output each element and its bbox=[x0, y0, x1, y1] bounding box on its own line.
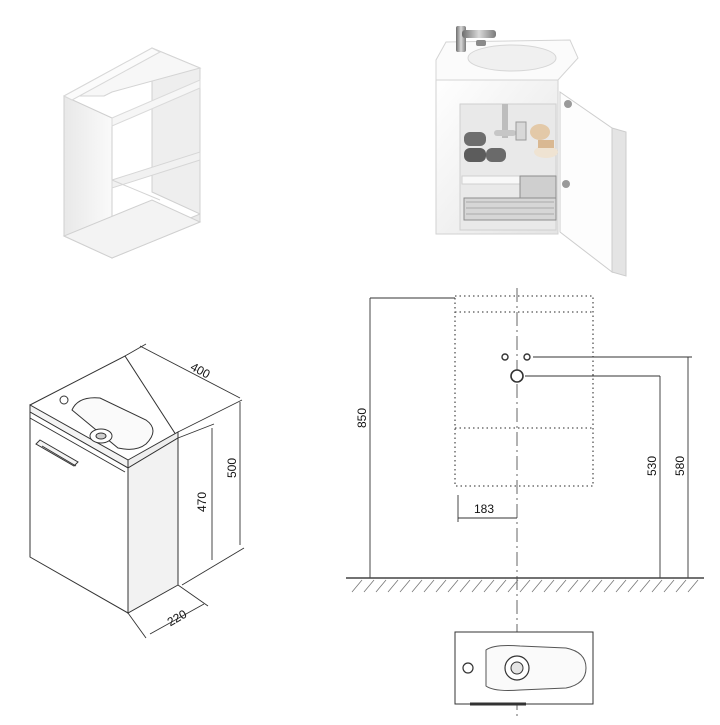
iso-dimension-lines bbox=[124, 343, 245, 639]
elevation-drawing bbox=[346, 288, 704, 716]
isometric-drawing bbox=[29, 355, 179, 614]
dim-height-inner-label: 470 bbox=[195, 492, 209, 512]
dim-water-height-label: 580 bbox=[673, 456, 687, 476]
cabinet-render bbox=[435, 26, 627, 277]
dim-height-total-label: 500 bbox=[225, 458, 239, 478]
dim-depth-label: 220 bbox=[165, 607, 190, 629]
frame-shelf-render bbox=[62, 47, 202, 259]
dim-offset-label: 183 bbox=[474, 502, 494, 516]
dim-drain-height-label: 530 bbox=[645, 456, 659, 476]
dim-width-label: 400 bbox=[188, 360, 213, 382]
dim-install-height-label: 850 bbox=[355, 408, 369, 428]
plan-view bbox=[454, 631, 594, 706]
